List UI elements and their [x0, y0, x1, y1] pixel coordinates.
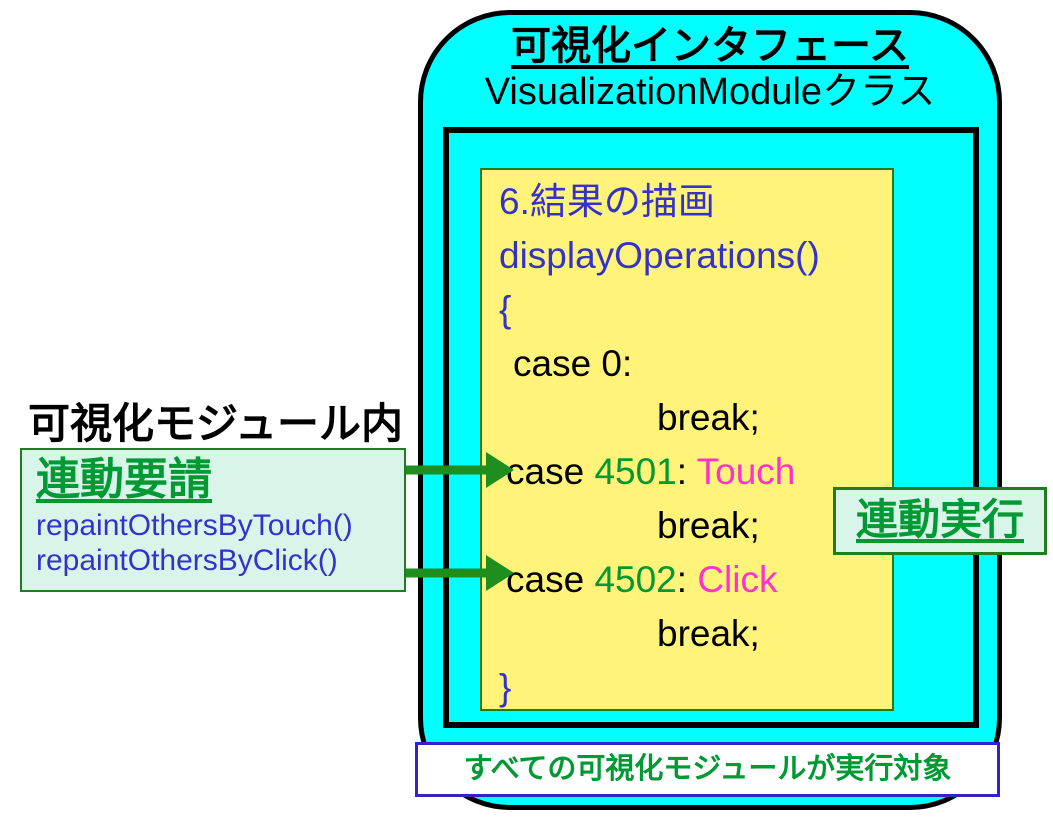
code-block: 6.結果の描画 displayOperations() {case 0: break;… — [482, 170, 892, 715]
container-title-class-name: VisualizationModuleクラス — [484, 71, 936, 113]
code-line: 6.結果の描画 — [499, 181, 715, 222]
code-line: { — [499, 289, 512, 330]
inner-module-frame — [443, 127, 979, 728]
interlock-execute-label: 連動実行 — [855, 496, 1024, 543]
code-line: break; — [657, 397, 760, 438]
left-module-label: 可視化モジュール内 — [28, 400, 404, 447]
code-line: break; — [657, 505, 760, 546]
code-line: displayOperations() — [499, 235, 820, 276]
code-line: break; — [657, 613, 760, 654]
code-box: 6.結果の描画 displayOperations() {case 0: break;… — [480, 168, 894, 711]
bottom-note-label: すべての可視化モジュールが実行対象 — [463, 753, 952, 785]
repaint-others-by-touch-method: repaintOthersByTouch() — [36, 509, 353, 542]
repaint-others-by-click-method: repaintOthersByClick() — [36, 544, 338, 577]
code-line: case 4501: Touch — [506, 451, 796, 492]
bottom-note-box: すべての可視化モジュールが実行対象 — [415, 742, 1000, 797]
code-line: case 4502: Click — [506, 559, 778, 600]
interlock-request-title: 連動要請 — [36, 455, 212, 504]
container-title: 可視化インタフェース VisualizationModuleクラス — [418, 22, 1002, 114]
code-line: } — [499, 667, 512, 708]
code-line: case 0: — [513, 343, 633, 384]
container-title-japanese: 可視化インタフェース — [511, 24, 909, 68]
interlock-request-box: 連動要請 repaintOthersByTouch() repaintOther… — [20, 448, 406, 592]
interlock-execute-box: 連動実行 — [833, 487, 1047, 555]
